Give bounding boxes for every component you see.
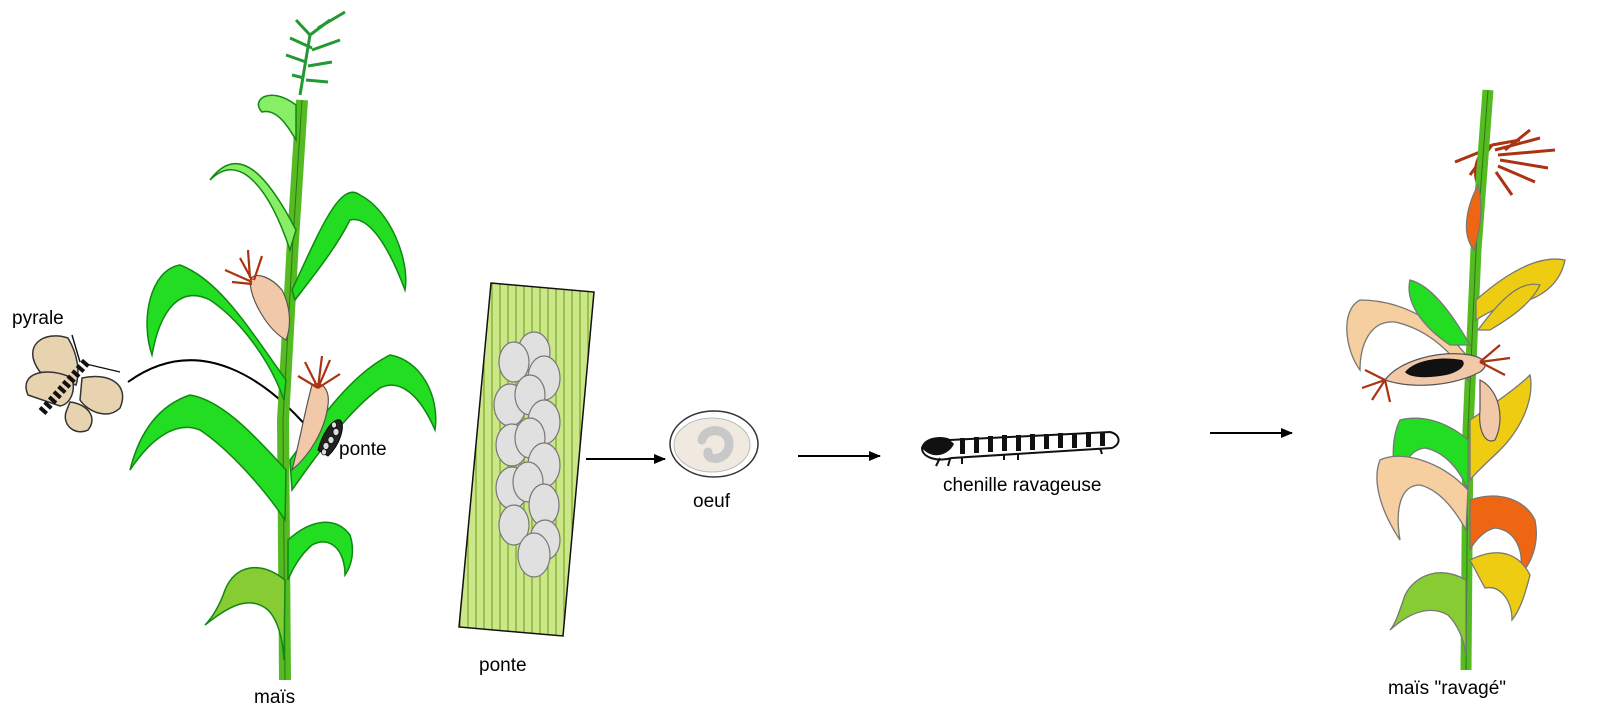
maize-plant-icon — [130, 12, 436, 680]
pyrale-label: pyrale — [12, 308, 64, 329]
moth-icon — [26, 335, 123, 432]
chenille-label: chenille ravageuse — [943, 475, 1101, 496]
ponte-card-label: ponte — [479, 655, 527, 676]
mais-label: maïs — [254, 687, 295, 708]
egg-mass-card-icon — [459, 283, 594, 636]
single-egg-icon — [670, 411, 758, 477]
corn-cob-icon — [225, 250, 289, 340]
oeuf-label: oeuf — [693, 491, 731, 512]
tassel-icon — [286, 12, 345, 95]
withered-tassel-icon — [1455, 130, 1555, 195]
caterpillar-icon — [922, 432, 1119, 466]
damaged-maize-plant-icon — [1347, 90, 1565, 670]
ponte-on-plant-label: ponte — [339, 439, 387, 460]
mais-ravage-label: maïs "ravagé" — [1388, 678, 1506, 699]
